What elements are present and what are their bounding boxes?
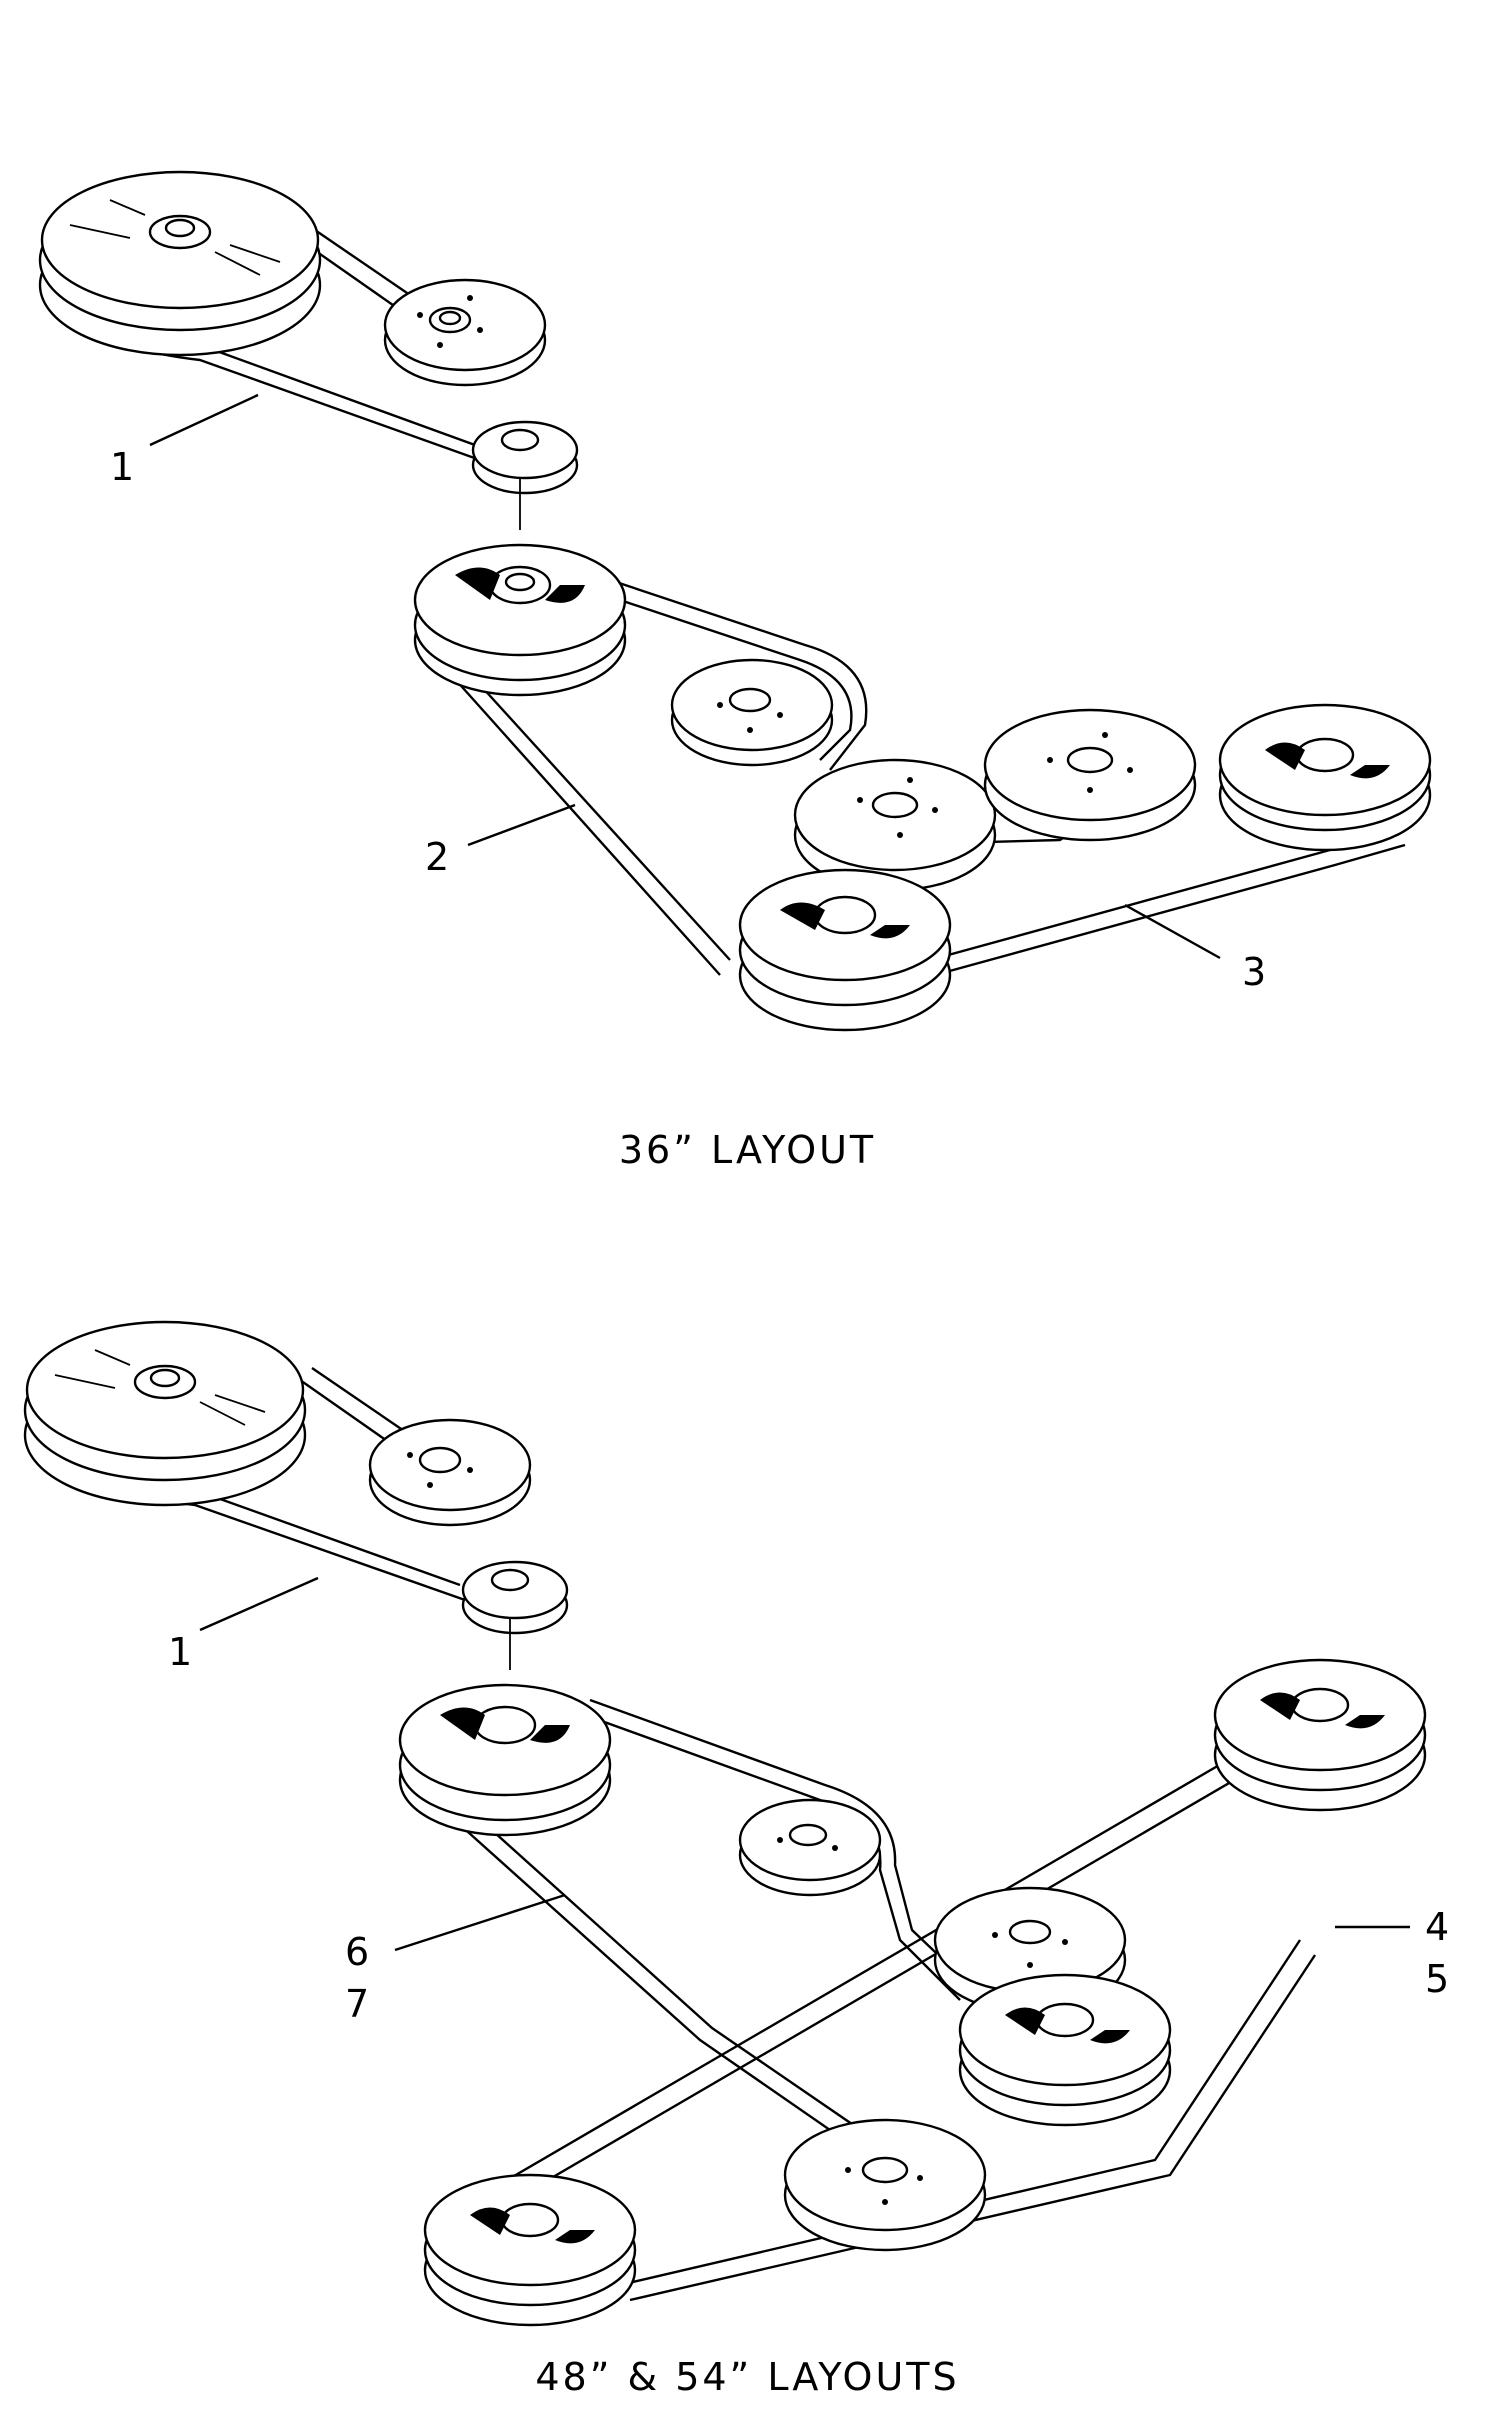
idler-pulley-top <box>368 1418 532 1527</box>
engine-pulley <box>23 1320 307 1507</box>
callout-1: 1 <box>110 445 134 489</box>
small-drive-pulley <box>471 420 579 530</box>
idler-pulley-4 <box>783 2118 987 2252</box>
callout-6-leader <box>394 1893 566 1952</box>
belt-layout-36-drawing: 1 <box>38 170 1432 1032</box>
spindle-pulley-right <box>1213 1658 1427 1812</box>
callout-4: 4 <box>1425 1905 1449 1949</box>
idler-pulley-2 <box>738 1798 882 1897</box>
callout-3: 3 <box>1242 950 1266 994</box>
spindle-pulley-left <box>423 2173 637 2327</box>
spindle-pulley-center <box>958 1973 1172 2127</box>
caption-48-54-layouts: 48” & 54” LAYOUTS <box>535 2355 960 2399</box>
diagram-36-layout: 1 <box>0 0 1495 1180</box>
caption-36-layout: 36” LAYOUT <box>618 1128 877 1172</box>
idler-pulley-4 <box>983 708 1197 842</box>
callout-6: 6 <box>345 1930 369 1974</box>
idler-pulley-top <box>383 278 547 387</box>
callout-1: 1 <box>168 1630 192 1674</box>
callout-7: 7 <box>345 1982 369 2026</box>
callout-3-leader <box>1124 903 1221 960</box>
callout-1-leader <box>149 393 259 447</box>
engine-pulley <box>38 170 322 357</box>
callout-2-leader <box>467 803 576 847</box>
callout-5: 5 <box>1425 1957 1449 2001</box>
spindle-pulley-left <box>738 868 952 1032</box>
spindle-pulley-right <box>1218 703 1432 852</box>
deck-drive-pulley <box>413 543 627 697</box>
small-drive-pulley <box>461 1560 569 1670</box>
deck-drive-pulley <box>398 1683 612 1837</box>
callout-1-leader <box>199 1576 319 1632</box>
callout-2: 2 <box>425 835 449 879</box>
belt-layout-48-54-drawing: 1 <box>23 1320 1449 2327</box>
diagram-48-54-layouts: 1 <box>0 1180 1495 2413</box>
belt-4-5 <box>429 1748 1317 2302</box>
idler-pulley-2 <box>670 658 834 767</box>
idler-pulley-3 <box>793 758 997 892</box>
